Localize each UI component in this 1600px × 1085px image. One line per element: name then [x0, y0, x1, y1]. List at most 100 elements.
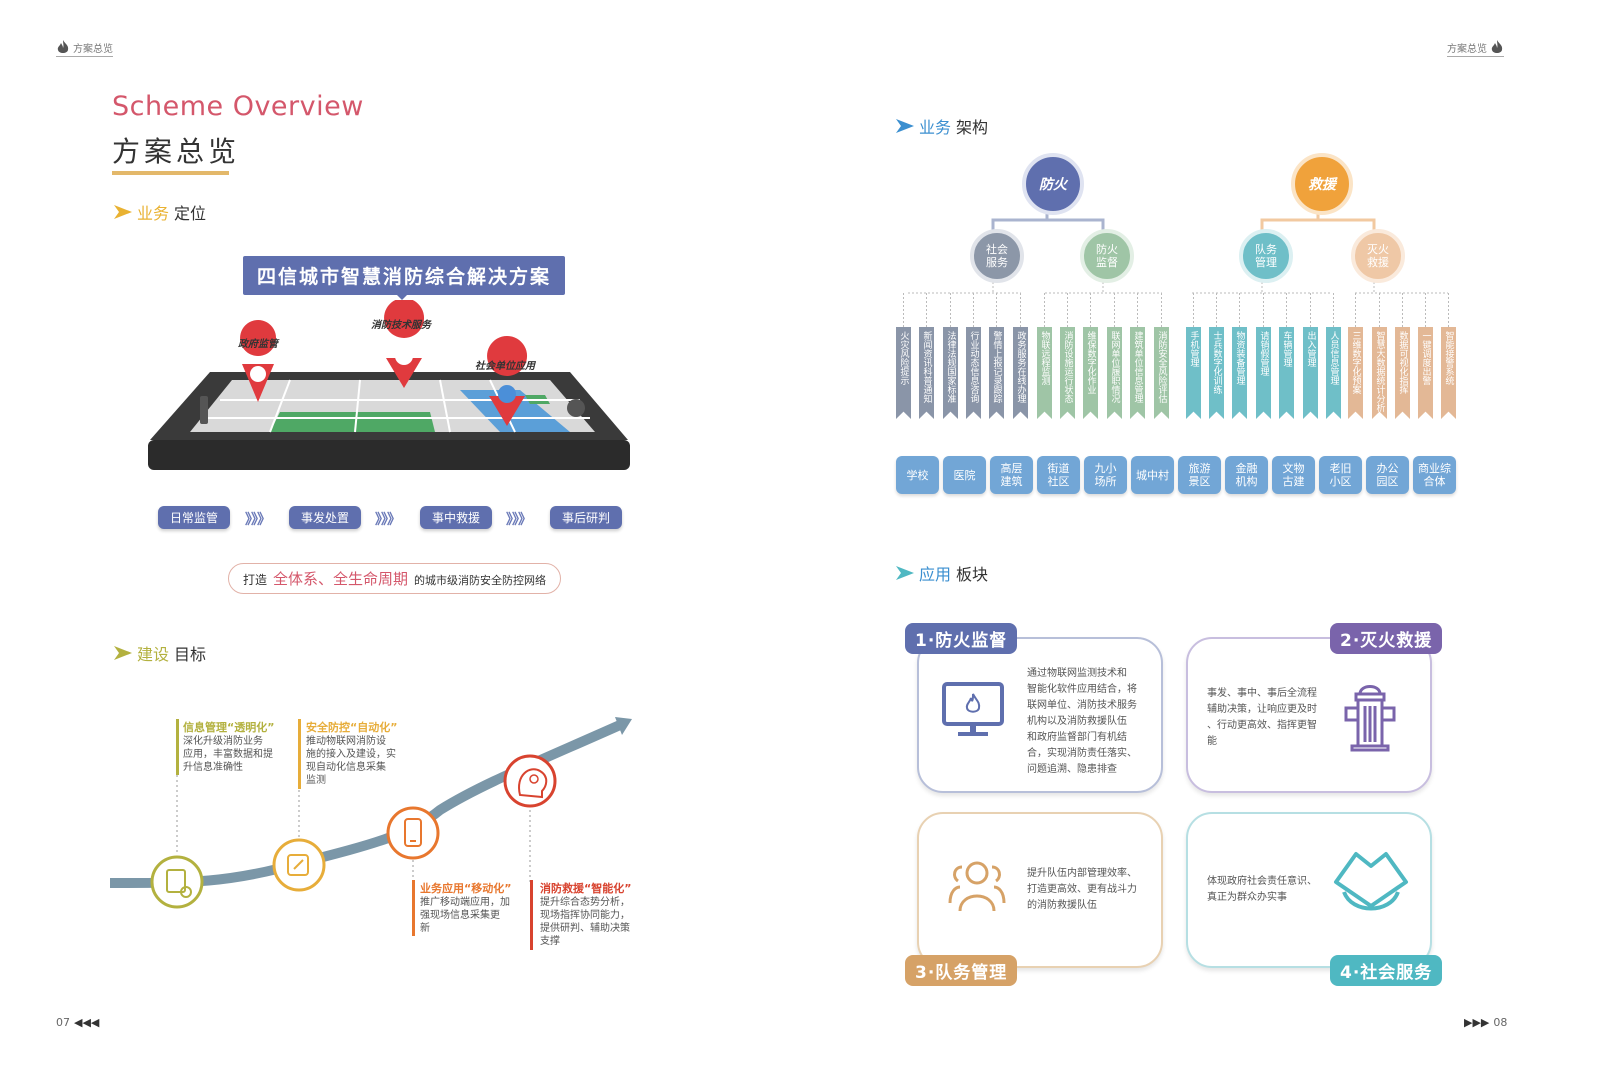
page-number-left: 07 ◀◀◀ [56, 1016, 99, 1029]
function-bar: 消防安全风险评估 [1154, 327, 1169, 419]
module-text-line: 问题追溯、隐患排查 [1027, 764, 1117, 775]
header-left: 方案总览 [56, 39, 113, 57]
function-bar-label: 车辆管理 [1281, 331, 1292, 367]
function-bar-label: 消防安全风险评估 [1156, 331, 1167, 403]
module-text-line: 的消防救援队伍 [1027, 900, 1097, 911]
pin-label-social: 社会单位应用 [475, 361, 535, 372]
goal-desc-line: 深化升级消防业务 [183, 736, 263, 747]
module-text-line: 、行动更高效、指挥更智 [1207, 720, 1317, 731]
function-bar: 一键调度出警 [1418, 327, 1433, 419]
place-label: 学校 [906, 468, 929, 482]
module-tab-4: 4·社会服务 [1330, 955, 1443, 986]
place-tile: 老旧小区 [1319, 456, 1362, 494]
goal-desc-line: 监测 [306, 775, 326, 786]
place-label: 金融机构 [1235, 462, 1258, 488]
module-tab-1: 1·防火监督 [905, 623, 1018, 654]
pin-social-icon [487, 336, 528, 426]
place-label: 老旧小区 [1329, 462, 1352, 488]
flame-icon [57, 40, 69, 53]
goal-title: 消防救援“智能化” [540, 882, 632, 895]
module-tab-3: 3·队务管理 [905, 955, 1018, 986]
goal-desc-line: 强现场信息采集更 [420, 910, 500, 921]
place-tile: 商业综合体 [1413, 456, 1456, 494]
place-tile: 学校 [896, 456, 939, 494]
function-bar-label: 三维数字化预案 [1350, 331, 1361, 394]
stage-daily: 日常监管 [158, 506, 231, 529]
place-tile: 金融机构 [1225, 456, 1268, 494]
tree-sub-label: 社会服务 [986, 243, 1008, 269]
section-business-position: 业务定位 [114, 200, 206, 224]
module-text-4: 体现政府社会责任意识、真正为群众办实事 [1207, 874, 1317, 906]
section-rest: 定位 [174, 204, 207, 223]
function-bar-label: 政务服务在线办理 [1015, 331, 1026, 403]
place-tile: 高层建筑 [990, 456, 1033, 494]
tree-sub-label: 防火监督 [1096, 243, 1118, 269]
monitor-fire-icon [942, 682, 1004, 736]
place-tile: 城中村 [1131, 456, 1174, 494]
goal-desc-line: 推广移动端应用，加 [420, 897, 510, 908]
handshake-service-icon [1334, 852, 1408, 911]
tree-connectors [903, 205, 1449, 327]
place-label: 九小场所 [1094, 462, 1117, 488]
function-bar: 消防设施运行状态 [1060, 327, 1075, 419]
function-bar: 建筑单位信息管理 [1130, 327, 1145, 419]
goal2-bar [298, 719, 301, 789]
chevron-icon: 》》》 [506, 512, 532, 528]
goal-desc-line: 现场指挥协同能力， [540, 910, 630, 921]
arrow-icon [114, 205, 132, 219]
function-bar: 维保数字化作业 [1083, 327, 1098, 419]
title-underline [112, 171, 229, 175]
function-bar-label: 数据可视化指挥 [1397, 331, 1408, 394]
module-text-3: 提升队伍内部管理效率、打造更高效、更有战斗力的消防救援队伍 [1027, 866, 1137, 914]
goal-intelligence: 消防救援“智能化” 提升综合态势分析， 现场指挥协同能力， 提供研判、辅助决策 … [540, 880, 645, 948]
slogan-emphasis: 全体系、全生命周期 [273, 570, 409, 588]
goal-desc-line: 提供研判、辅助决策 [540, 923, 630, 934]
goal4-bar [530, 880, 533, 950]
header-right: 方案总览 [1447, 39, 1504, 57]
section-business-architecture: 业务架构 [896, 114, 988, 138]
function-bar: 新闻资讯科普通知 [919, 327, 934, 419]
stage-rescue: 事中救援 [420, 506, 493, 529]
flame-icon [1491, 40, 1503, 53]
automation-icon [287, 854, 309, 876]
function-bar: 数据可视化指挥 [1395, 327, 1410, 419]
function-bar: 智慧大数据统计分析 [1372, 327, 1387, 419]
function-bar: 人员信息管理 [1326, 327, 1341, 419]
goal-desc-line: 现自动化信息采集 [306, 762, 386, 773]
chevron-icon: 》》》 [245, 512, 271, 528]
module-text-line: 能 [1207, 736, 1217, 747]
function-bar-label: 行业动态信息咨询 [968, 331, 979, 403]
function-bar-label: 维保数字化作业 [1085, 331, 1096, 394]
pin-tech-icon [384, 300, 424, 388]
function-bar-label: 物联远程监测 [1039, 331, 1050, 385]
tree-sub-firefighting: 灭火救援 [1351, 229, 1405, 283]
goal1-bar [176, 719, 179, 775]
section-application-modules: 应用板块 [896, 561, 988, 585]
module-fire-supervision [917, 637, 1163, 793]
triple-arrow-right-icon: ▶▶▶ [1464, 1016, 1490, 1029]
tree-sub-fire-supervision: 防火监督 [1080, 229, 1134, 283]
function-bar-label: 新闻资讯科普通知 [921, 331, 932, 403]
function-bar-label: 警情上报记录跟踪 [991, 331, 1002, 403]
goal-desc: 推广移动端应用，加 强现场信息采集更 新 [420, 896, 525, 935]
section-highlight: 建设 [137, 645, 170, 664]
growth-curve [110, 717, 632, 909]
place-tile: 文物古建 [1272, 456, 1315, 494]
goal-desc: 深化升级消防业务 应用，丰富数据和提 升信息准确性 [183, 735, 288, 774]
module-text-line: 通过物联网监测技术和 [1027, 668, 1127, 679]
function-bar-label: 建筑单位信息管理 [1132, 331, 1143, 403]
page-number-text: 08 [1493, 1016, 1508, 1029]
section-build-goals: 建设目标 [114, 641, 206, 665]
tree-sub-social-service: 社会服务 [970, 229, 1024, 283]
fire-hydrant-icon [1344, 685, 1396, 752]
slogan-pre: 打造 [243, 573, 268, 587]
solution-banner: 四信城市智慧消防综合解决方案 [243, 256, 566, 295]
function-bar-label: 物资装备管理 [1234, 331, 1245, 385]
module-text-line: 辅助决策，让响应更及时 [1207, 704, 1317, 715]
place-label: 医院 [953, 468, 976, 482]
place-tile: 医院 [943, 456, 986, 494]
stage-incident: 事发处置 [289, 506, 362, 529]
page-number-text: 07 [56, 1016, 70, 1029]
module-team-management [917, 812, 1163, 968]
goal-title: 信息管理“透明化” [183, 721, 275, 734]
